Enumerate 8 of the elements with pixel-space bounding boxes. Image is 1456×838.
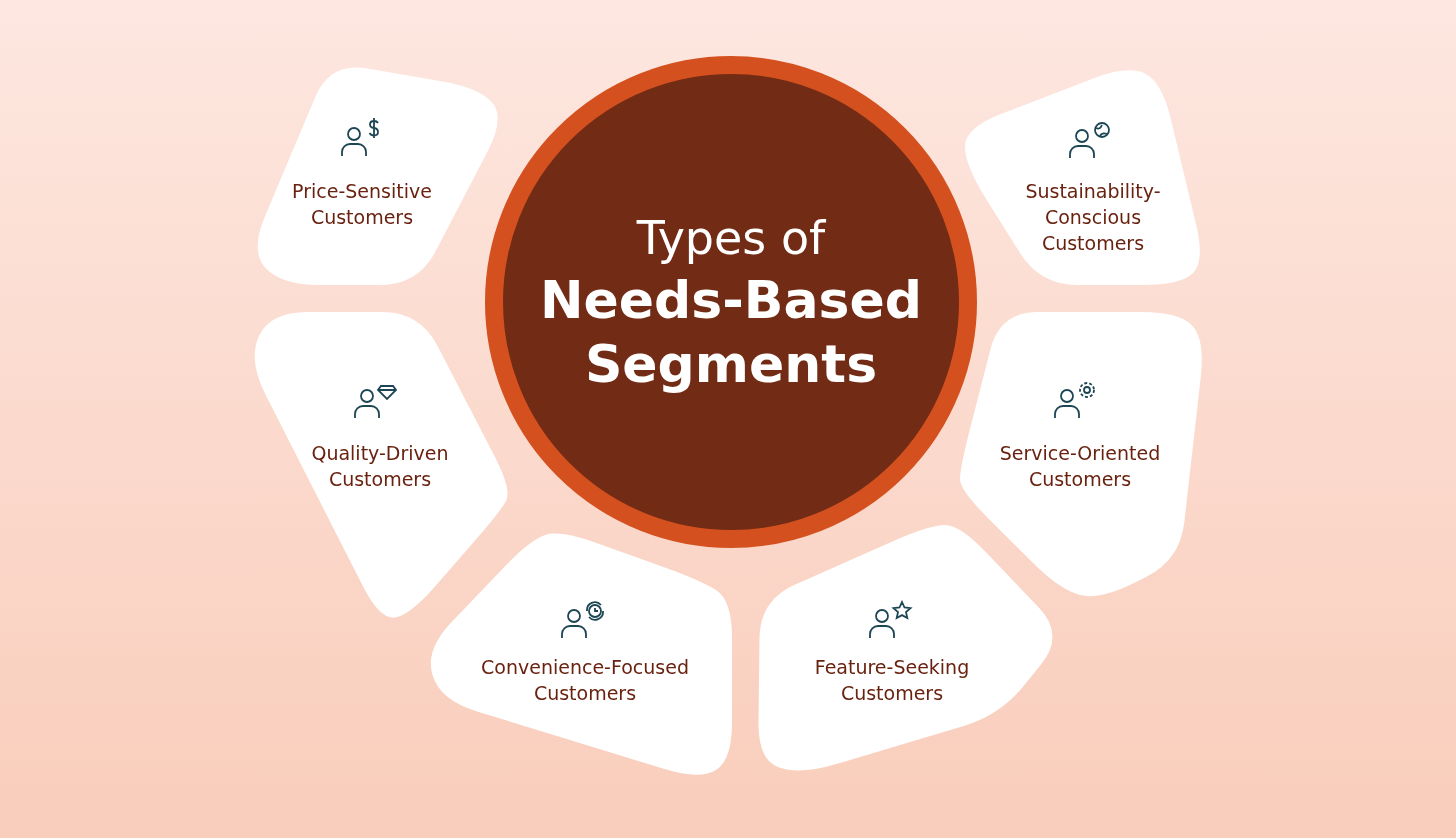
segment-label: Service-Oriented Customers: [998, 441, 1162, 492]
title-bold-text: Needs-Based Segments: [539, 269, 923, 396]
segment-label: Price-Sensitive Customers: [291, 179, 433, 230]
title-text: Types of: [636, 210, 826, 267]
segment-label: Feature-Seeking Customers: [813, 655, 971, 706]
segment-label: Quality-Driven Customers: [310, 441, 450, 492]
segment-label: Sustainability-Conscious Customers: [1024, 179, 1162, 256]
segment-label: Convenience-Focused Customers: [480, 655, 690, 706]
